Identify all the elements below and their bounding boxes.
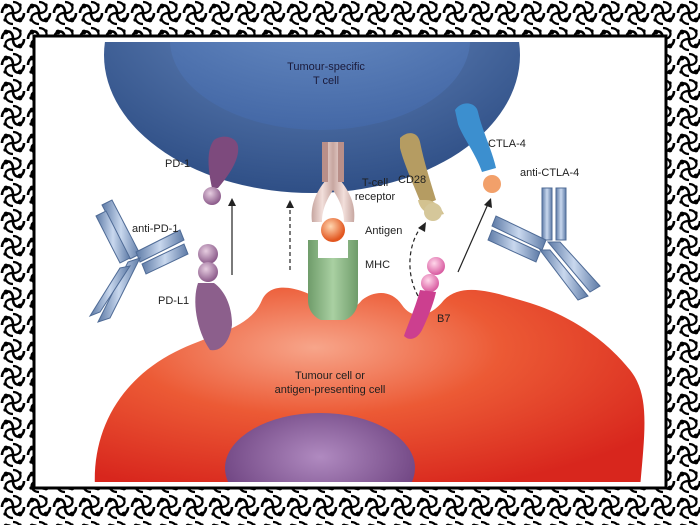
arrow-b7-ctla4-head xyxy=(484,198,492,208)
label-tcr-line2: receptor xyxy=(355,191,396,203)
b7-stem xyxy=(404,290,436,339)
anti-pd1-antibody xyxy=(88,199,189,323)
tumour-cell xyxy=(94,287,645,482)
label-antigen: Antigen xyxy=(365,225,402,237)
label-anti-ctla4: anti-CTLA-4 xyxy=(520,167,579,179)
cd28-ball xyxy=(424,203,442,221)
nucleus xyxy=(225,413,415,482)
arrow-b7-ctla4 xyxy=(457,203,489,273)
arrow-b7-cd28 xyxy=(409,225,423,297)
t-cell-inner xyxy=(170,42,470,130)
label-tcr-line1: T-cell xyxy=(362,177,388,189)
label-tumour-line1: Tumour cell or xyxy=(295,370,365,382)
label-pd1: PD-1 xyxy=(165,158,190,170)
label-ctla4: CTLA-4 xyxy=(488,138,526,150)
pdl1-stem xyxy=(195,283,232,351)
tcr-strand-left xyxy=(322,142,328,182)
tcr-strand-right xyxy=(338,142,344,182)
ctla4-ball xyxy=(483,175,501,193)
diagram-content xyxy=(88,42,645,482)
label-mhc: MHC xyxy=(365,259,390,271)
arrow-b7-cd28-head xyxy=(418,222,426,232)
pd1-receptor xyxy=(208,136,239,188)
cd28-receptor xyxy=(400,133,436,206)
antigen xyxy=(321,218,345,242)
mhc xyxy=(308,240,358,320)
pd1-ball xyxy=(203,187,221,205)
arrow-pdl1-pd1-head xyxy=(228,198,236,206)
label-t-cell-line1: Tumour-specific xyxy=(287,61,365,73)
arrow-dashed-mhc-head xyxy=(286,200,294,208)
b7-ball-bottom xyxy=(421,274,439,292)
ctla4-receptor xyxy=(455,103,496,172)
label-b7: B7 xyxy=(437,313,450,325)
label-tumour-line2: antigen-presenting cell xyxy=(275,384,386,396)
b7-ball-top xyxy=(427,257,445,275)
anti-ctla4-antibody xyxy=(487,187,601,301)
label-t-cell-line2: T cell xyxy=(313,75,339,87)
pdl1-ball-bottom xyxy=(198,262,218,282)
label-pdl1: PD-L1 xyxy=(158,295,189,307)
label-anti-pd1: anti-PD-1 xyxy=(132,223,178,235)
label-cd28: CD28 xyxy=(398,174,426,186)
pdl1-ball-top xyxy=(198,244,218,264)
